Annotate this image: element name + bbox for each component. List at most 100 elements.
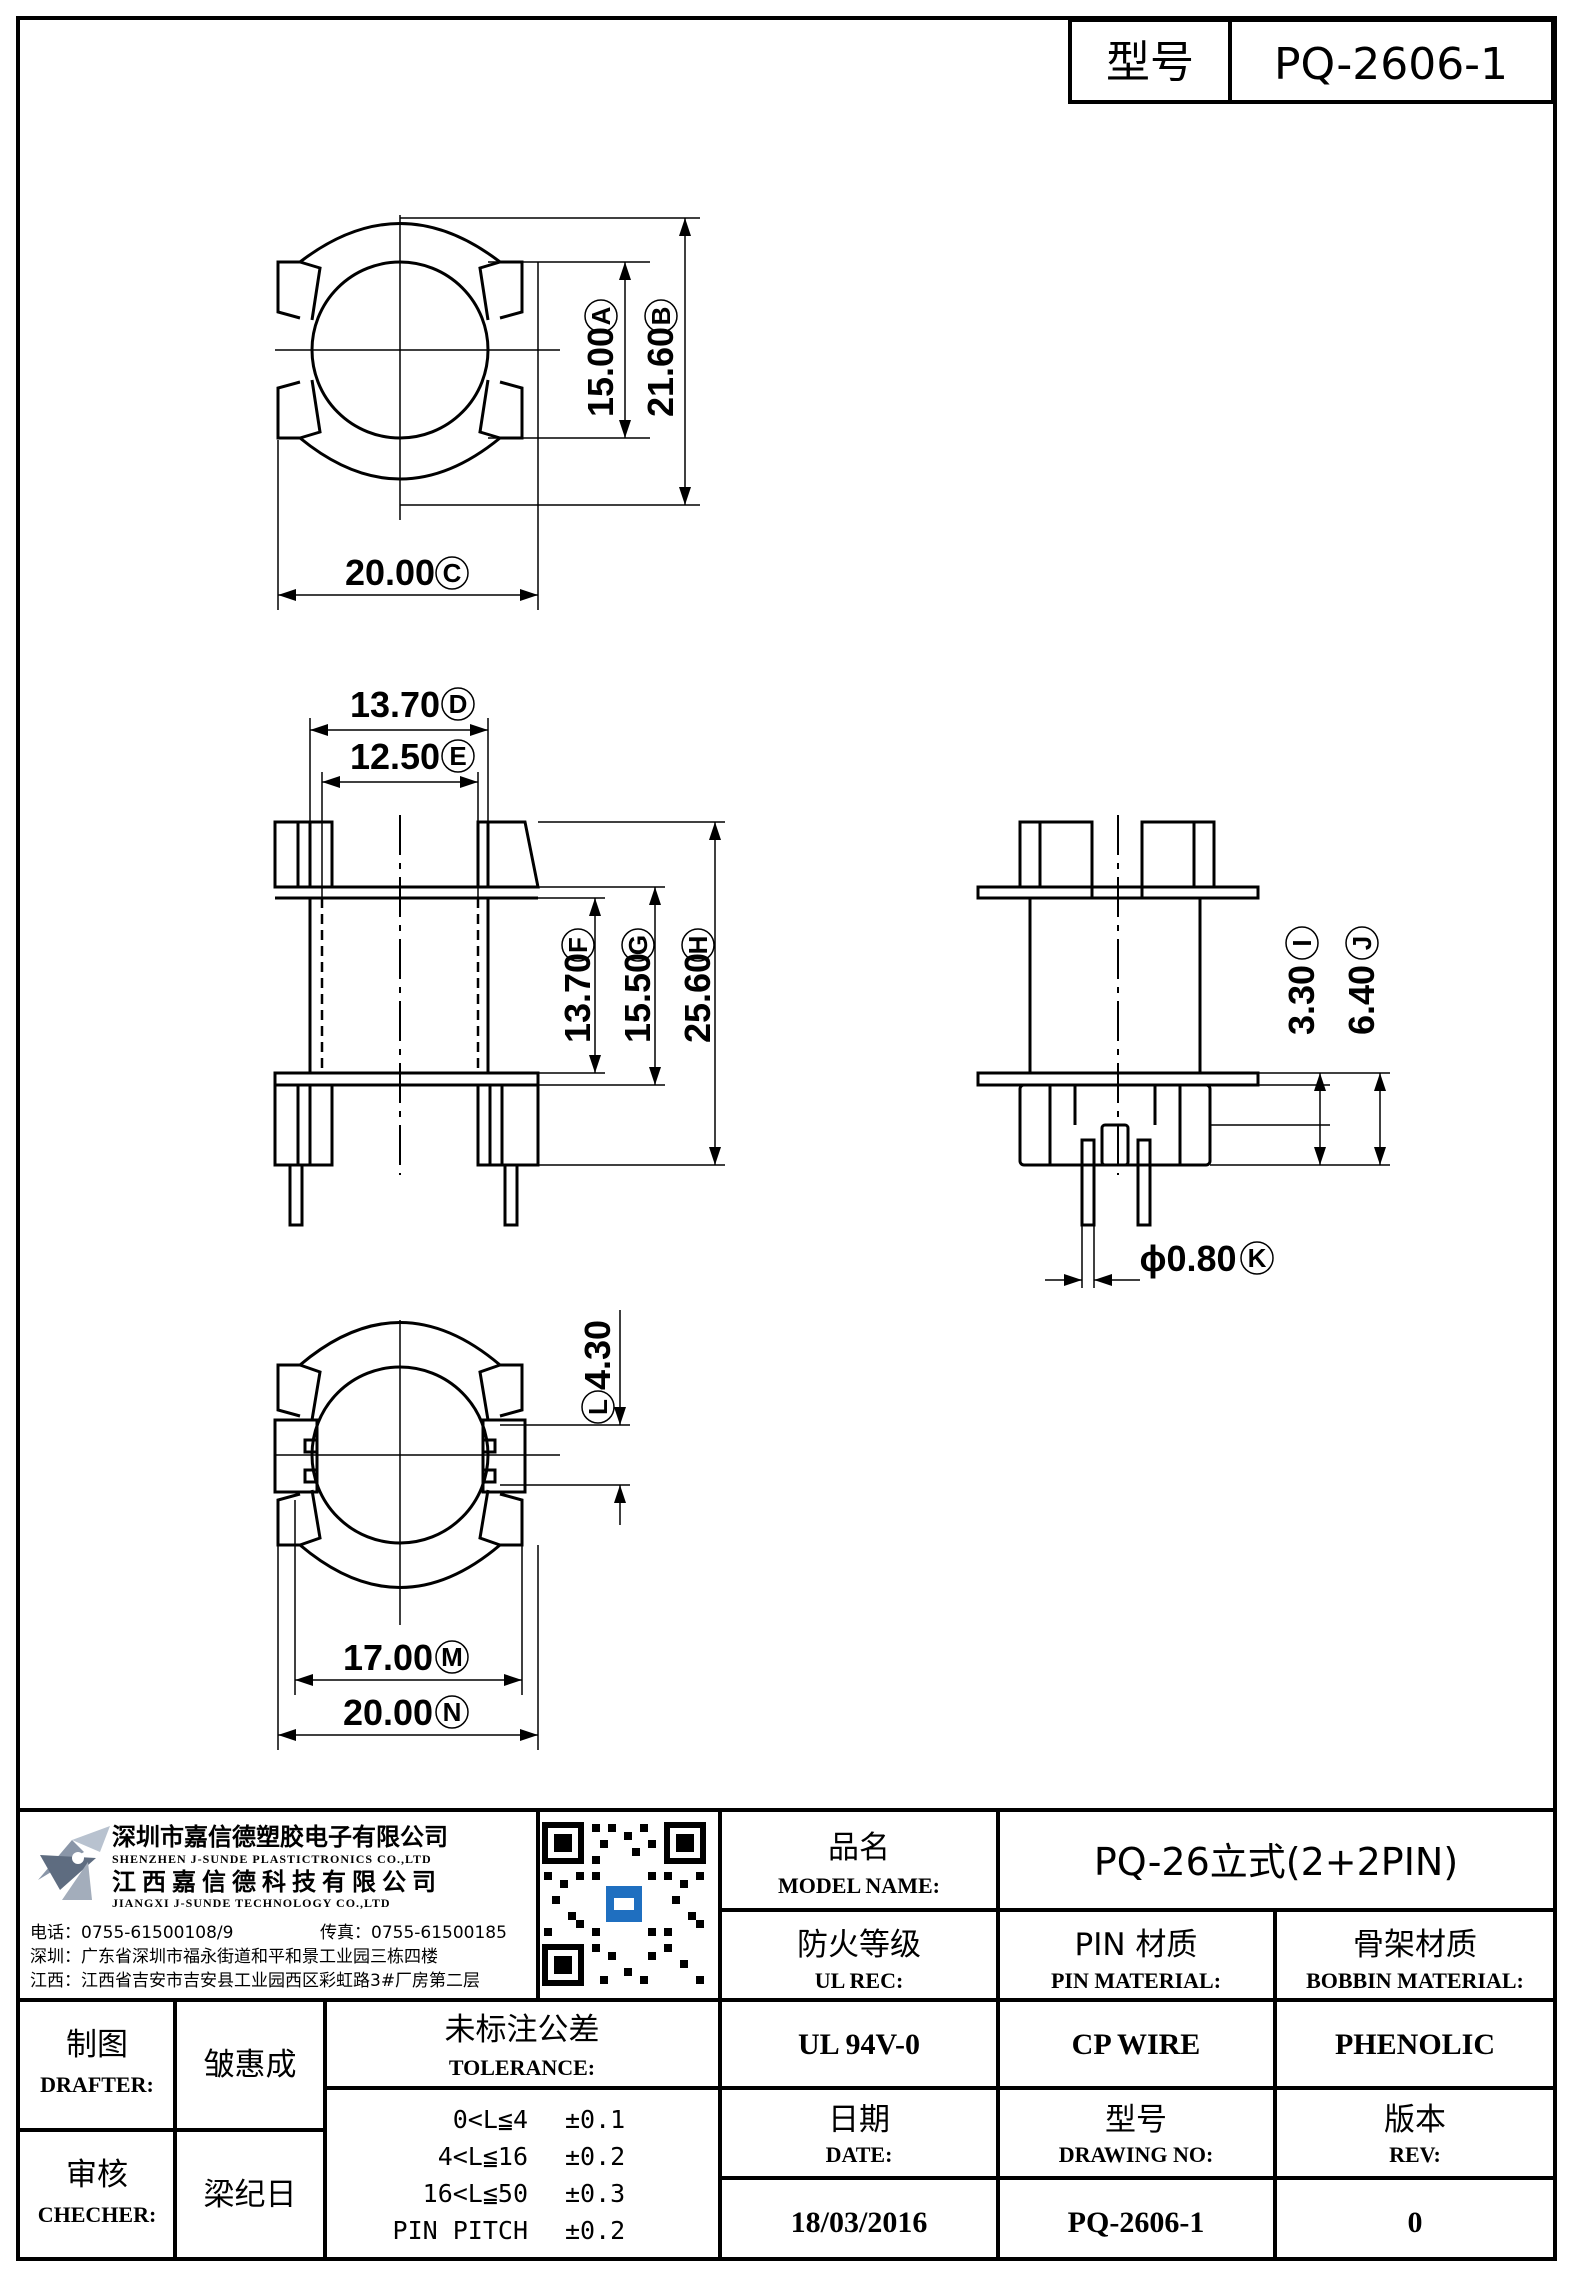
date-label-en: DATE:: [826, 2142, 893, 2167]
dim-F-value: 13.70: [557, 953, 598, 1043]
dim-M-value: 17.00: [343, 1637, 433, 1678]
ul-rec-label-cn: 防火等级: [797, 1927, 921, 1963]
rev-value: 0: [1408, 2206, 1423, 2239]
tolerance-table: 0<L≦4 ±0.1 4<L≦16 ±0.2 16<L≦50 ±0.3 PIN …: [393, 2105, 626, 2245]
bottom-view: [273, 1310, 630, 1750]
top-view: [275, 215, 700, 610]
dim-C-letter: C: [443, 558, 462, 588]
checker-value: 梁纪日: [204, 2177, 297, 2213]
dim-A: 15.00 A: [580, 299, 621, 417]
dim-I: 3.30 I: [1281, 926, 1322, 1035]
dim-K-letter: K: [1248, 1243, 1267, 1273]
dim-N: 20.00 N: [343, 1692, 469, 1733]
tolerance-label-en: TOLERANCE:: [449, 2055, 595, 2080]
dim-L: 4.30 L: [577, 1320, 618, 1424]
tolerance-range: 16<L≦50: [423, 2179, 528, 2208]
model-name-label-en: MODEL NAME:: [778, 1873, 940, 1898]
dim-H: 25.60 H: [677, 928, 718, 1043]
tolerance-value: ±0.1: [565, 2105, 625, 2134]
rev-label-cn: 版本: [1384, 2102, 1446, 2138]
company-address-shenzhen: 深圳：广东省深圳市福永街道和平和景工业园三栋四楼: [30, 1947, 438, 1967]
ul-rec-value: UL 94V-0: [798, 2028, 920, 2061]
header-model-box: 型号 PQ-2606-1: [1068, 18, 1555, 104]
tolerance-range: 0<L≦4: [453, 2105, 528, 2134]
drafter-value: 皱惠成: [204, 2047, 297, 2083]
sheet-border: [16, 16, 1557, 2261]
dim-I-letter: I: [1287, 939, 1317, 946]
tolerance-value: ±0.3: [565, 2179, 625, 2208]
bobbin-material-value: PHENOLIC: [1335, 2028, 1495, 2061]
dim-G-letter: G: [623, 935, 653, 955]
bobbin-material-label-cn: 骨架材质: [1353, 1927, 1477, 1963]
model-name-value: PQ-26立式(2+2PIN): [1094, 1840, 1458, 1884]
company-info: 深圳市嘉信德塑胶电子有限公司 SHENZHEN J-SUNDE PLASTICT…: [30, 1810, 710, 2000]
drawing-no-label-en: DRAWING NO:: [1059, 2142, 1214, 2167]
pin-material-label-en: PIN MATERIAL:: [1051, 1968, 1221, 1993]
dim-F-letter: F: [563, 937, 593, 953]
dim-D-letter: D: [449, 689, 468, 719]
dim-K: ϕ0.80 K: [1139, 1238, 1274, 1279]
dim-L-letter: L: [583, 1399, 613, 1415]
tolerance-range: PIN PITCH: [393, 2216, 528, 2245]
dim-B-letter: B: [646, 307, 676, 326]
dim-E-value: 12.50: [350, 736, 440, 777]
drafter-label-cn: 制图: [66, 2027, 128, 2063]
drawing-no-value: PQ-2606-1: [1068, 2206, 1205, 2239]
dim-H-letter: H: [683, 936, 713, 955]
dim-J: 6.40 J: [1341, 926, 1382, 1035]
qr-code: [538, 1818, 710, 1990]
dim-M: 17.00 M: [343, 1637, 469, 1678]
dim-D: 13.70 D: [350, 684, 475, 725]
date-label-cn: 日期: [828, 2102, 890, 2138]
bobbin-material-label-en: BOBBIN MATERIAL:: [1306, 1968, 1524, 1993]
dim-B-value: 21.60: [640, 327, 681, 417]
pin-material-value: CP WIRE: [1072, 2028, 1201, 2061]
dim-M-letter: M: [441, 1642, 463, 1672]
dim-F: 13.70 F: [557, 928, 598, 1043]
dim-J-letter: J: [1347, 936, 1377, 950]
dim-I-value: 3.30: [1281, 965, 1322, 1035]
title-block: [18, 1808, 1555, 2259]
drafter-label-en: DRAFTER:: [40, 2072, 154, 2097]
company-phone: 电话：0755-61500108/9: [30, 1923, 233, 1943]
ul-rec-label-en: UL REC:: [815, 1968, 904, 1993]
header-model-label: 型号: [1106, 37, 1194, 88]
checker-label-en: CHECHER:: [38, 2202, 157, 2227]
dim-B: 21.60 B: [640, 299, 681, 417]
tolerance-value: ±0.2: [565, 2216, 625, 2245]
dim-D-value: 13.70: [350, 684, 440, 725]
checker-label-cn: 审核: [66, 2157, 128, 2193]
dim-N-value: 20.00: [343, 1692, 433, 1733]
side-view: [976, 815, 1390, 1288]
tolerance-value: ±0.2: [565, 2142, 625, 2171]
drawing-no-label-cn: 型号: [1105, 2102, 1167, 2138]
company-logo: [38, 1826, 110, 1900]
company-name-en-1: SHENZHEN J-SUNDE PLASTICTRONICS CO.,LTD: [112, 1852, 432, 1866]
tolerance-label-cn: 未标注公差: [445, 2012, 600, 2048]
company-name-cn-2: 江西嘉信德科技有限公司: [112, 1868, 442, 1896]
dim-N-letter: N: [443, 1697, 462, 1727]
tolerance-range: 4<L≦16: [438, 2142, 528, 2171]
header-model-value: PQ-2606-1: [1274, 39, 1508, 90]
company-fax: 传真：0755-61500185: [320, 1923, 507, 1943]
dim-K-value: ϕ0.80: [1139, 1238, 1236, 1279]
dim-A-value: 15.00: [580, 327, 621, 417]
dim-J-value: 6.40: [1341, 965, 1382, 1035]
rev-label-en: REV:: [1389, 2142, 1441, 2167]
dim-E-letter: E: [449, 741, 466, 771]
model-name-label-cn: 品名: [828, 1830, 890, 1866]
pin-material-label-cn: PIN 材质: [1075, 1927, 1198, 1963]
dim-C: 20.00 C: [345, 552, 469, 593]
dim-C-value: 20.00: [345, 552, 435, 593]
company-address-jiangxi: 江西：江西省吉安市吉安县工业园西区彩虹路3#厂房第二层: [30, 1971, 480, 1991]
dim-G: 15.50 G: [617, 928, 658, 1043]
front-view: [273, 718, 725, 1227]
dim-E: 12.50 E: [350, 736, 475, 777]
company-name-cn-1: 深圳市嘉信德塑胶电子有限公司: [112, 1823, 448, 1851]
dim-H-value: 25.60: [677, 953, 718, 1043]
date-value: 18/03/2016: [791, 2206, 928, 2239]
dim-A-letter: A: [586, 306, 616, 325]
dim-G-value: 15.50: [617, 953, 658, 1043]
dim-L-value: 4.30: [577, 1320, 618, 1390]
